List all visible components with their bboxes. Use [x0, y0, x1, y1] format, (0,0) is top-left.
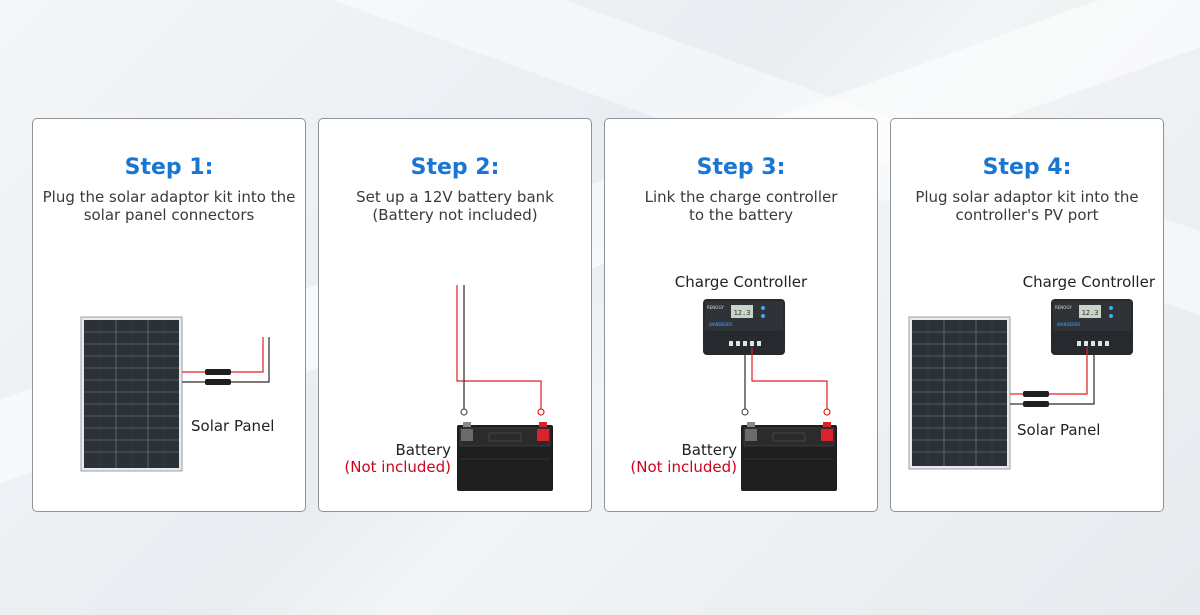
step-1-description: Plug the solar adaptor kit into the sola… [39, 188, 299, 224]
controller-to-battery-cables [741, 347, 831, 416]
step-2-desc-line-2: (Battery not included) [372, 206, 538, 224]
controller-brand: RENOGY [1055, 305, 1072, 310]
charge-controller: 12.3 RENOGY WANDERER [703, 299, 785, 355]
step-4-desc-line-1: Plug solar adaptor kit into the [915, 188, 1139, 206]
charge-controller-label: Charge Controller [1022, 273, 1155, 291]
battery-label: Battery [681, 441, 737, 459]
step-4-card: Step 4: Plug solar adaptor kit into the … [890, 118, 1164, 512]
step-2-card: Step 2: Set up a 12V battery bank (Batte… [318, 118, 592, 512]
step-4-title: Step 4: [982, 155, 1072, 180]
controller-display: 12.3 [734, 309, 751, 317]
pv-cables [1010, 347, 1095, 407]
controller-model: WANDERER [1057, 322, 1080, 327]
battery-cables [456, 285, 545, 416]
step-1-diagram [80, 316, 270, 472]
solar-panel [908, 316, 1011, 470]
step-2-description: Set up a 12V battery bank (Battery not i… [325, 188, 585, 224]
step-3-card: Step 3: Link the charge controller to th… [604, 118, 878, 512]
step-3-description: Link the charge controller to the batter… [611, 188, 871, 224]
step-4-desc-line-2: controller's PV port [955, 206, 1099, 224]
step-1-title: Step 1: [124, 155, 214, 180]
controller-brand: RENOGY [707, 305, 724, 310]
charge-controller-label: Charge Controller [674, 273, 808, 291]
step-3-diagram: 12.3 RENOGY WANDERER [703, 299, 837, 491]
solar-panel-label: Solar Panel [191, 417, 275, 435]
step-4-description: Plug solar adaptor kit into the controll… [897, 188, 1157, 224]
step-2-desc-line-1: Set up a 12V battery bank [356, 188, 554, 206]
step-2-title: Step 2: [410, 155, 500, 180]
controller-model: WANDERER [709, 322, 732, 327]
battery-label: Battery [395, 441, 451, 459]
solar-panel-label: Solar Panel [1017, 421, 1101, 439]
step-3-desc-line-2: to the battery [689, 206, 793, 224]
not-included-label: (Not included) [630, 458, 737, 476]
not-included-label: (Not included) [344, 458, 451, 476]
step-2-diagram [456, 285, 553, 491]
step-1-card: Step 1: Plug the solar adaptor kit into … [32, 118, 306, 512]
controller-display: 12.3 [1082, 309, 1099, 317]
adaptor-cables [182, 337, 270, 385]
solar-panel [80, 316, 183, 472]
charge-controller: 12.3 RENOGY WANDERER [1051, 299, 1133, 355]
step-1-desc-line-2: solar panel connectors [83, 206, 255, 224]
battery [741, 422, 837, 491]
step-1-desc-line-1: Plug the solar adaptor kit into the [42, 188, 296, 206]
step-3-title: Step 3: [696, 155, 786, 180]
step-4-diagram: 12.3 RENOGY WANDERER [908, 299, 1133, 470]
step-3-desc-line-1: Link the charge controller [644, 188, 838, 206]
battery [457, 422, 553, 491]
